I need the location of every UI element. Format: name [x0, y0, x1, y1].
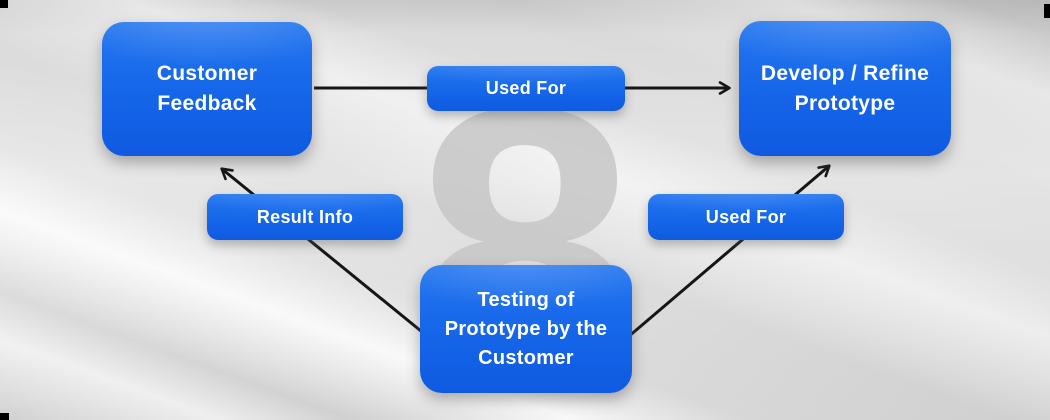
corner-artifact-top-right — [1044, 4, 1050, 18]
connector-label-result-info: Result Info — [207, 194, 403, 240]
node-customer-feedback: Customer Feedback — [102, 22, 312, 156]
connector-label-used-for-top: Used For — [427, 66, 625, 111]
connector-label-used-for-right: Used For — [648, 194, 844, 240]
node-testing-prototype-customer-label: Testing of Prototype by the Customer — [444, 288, 608, 369]
corner-artifact-bottom-left — [0, 413, 9, 420]
arrow-used-for-right — [627, 164, 831, 339]
connector-label-used-for-right-text: Used For — [705, 206, 787, 227]
node-customer-feedback-label: Customer Feedback — [156, 62, 258, 115]
connector-label-result-info-text: Result Info — [256, 206, 354, 227]
corner-artifact-top-left — [0, 0, 8, 8]
node-develop-refine-prototype: Develop / Refine Prototype — [739, 21, 951, 156]
node-testing-prototype-customer: Testing of Prototype by the Customer — [420, 265, 632, 393]
connector-label-used-for-top-text: Used For — [485, 78, 567, 98]
node-develop-refine-prototype-label: Develop / Refine Prototype — [760, 61, 930, 115]
